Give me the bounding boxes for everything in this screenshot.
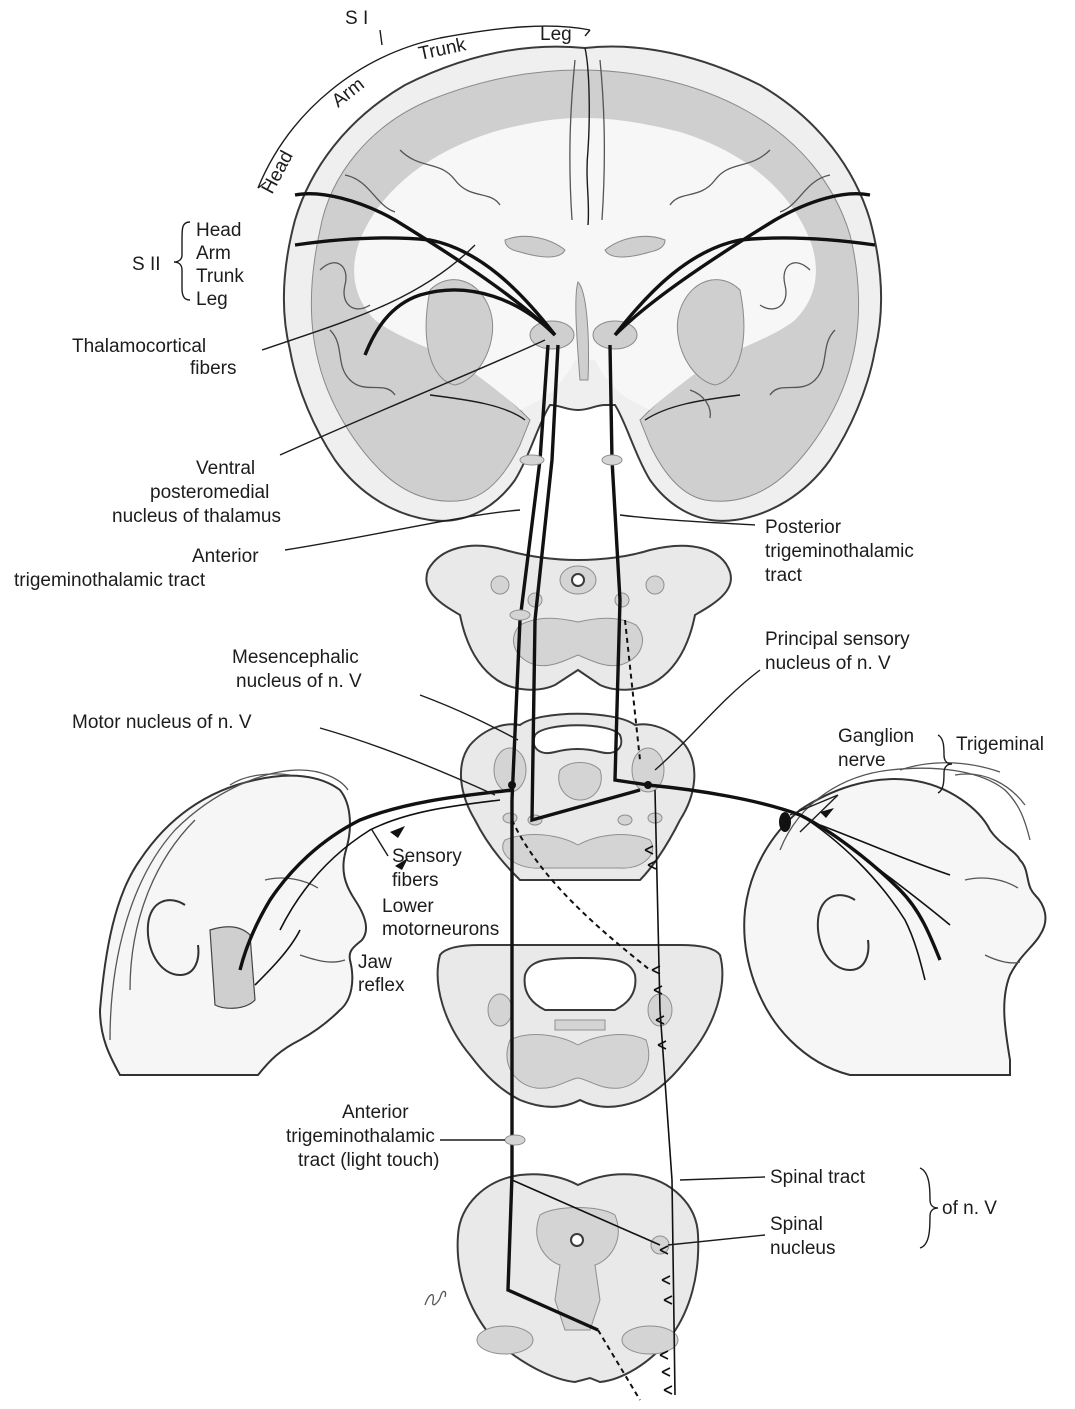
- s2-cortex-map: S II Head Arm Trunk Leg: [132, 220, 244, 310]
- ganglion-label: Ganglion: [838, 726, 914, 747]
- principal-sensory-label-2: nucleus of n. V: [765, 653, 891, 674]
- brain-coronal-section: [284, 47, 881, 521]
- jaw-reflex-label-2: reflex: [358, 975, 405, 996]
- s1-leg-label: Leg: [540, 24, 572, 45]
- s1-trunk-label: Trunk: [417, 34, 469, 65]
- posterior-tract-label-2: trigeminothalamic: [765, 541, 914, 562]
- pons-section: [461, 714, 694, 880]
- vpm-label-2: posteromedial: [150, 482, 269, 503]
- thalamocortical-label-2: fibers: [190, 358, 236, 379]
- nerve-label: nerve: [838, 750, 886, 771]
- sensory-fibers-label-1: Sensory: [392, 846, 462, 867]
- cervical-cord-section: [458, 1174, 699, 1382]
- spinal-tract-label: Spinal tract: [770, 1167, 866, 1188]
- anterior-tract-label-2: trigeminothalamic tract: [14, 570, 206, 591]
- mesencephalic-label-2: nucleus of n. V: [236, 671, 362, 692]
- s2-leg-label: Leg: [196, 289, 228, 310]
- s2-head-label: Head: [196, 220, 241, 241]
- s2-label: S II: [132, 254, 161, 275]
- sensory-fibers-label-2: fibers: [392, 870, 438, 891]
- posterior-tract-label-1: Posterior: [765, 517, 842, 538]
- vpm-label-1: Ventral: [196, 458, 255, 479]
- principal-sensory-label-1: Principal sensory: [765, 629, 910, 650]
- lower-motorneurons-label-1: Lower: [382, 896, 434, 917]
- face-left-profile: [100, 770, 366, 1075]
- anterior-light-touch-label-1: Anterior: [342, 1102, 409, 1123]
- lower-motorneurons-label-2: motorneurons: [382, 919, 499, 940]
- jaw-reflex-label-1: Jaw: [358, 952, 392, 973]
- trigeminal-ganglion-icon: [779, 812, 791, 832]
- s1-head-label: Head: [258, 147, 298, 197]
- s2-arm-label: Arm: [196, 243, 231, 264]
- artist-signature: [425, 1291, 446, 1305]
- vpm-label-3: nucleus of thalamus: [112, 506, 281, 527]
- of-n-v-label: of n. V: [942, 1198, 997, 1219]
- s1-arm-label: Arm: [328, 74, 368, 112]
- anterior-tract-label-1: Anterior: [192, 546, 259, 567]
- posterior-tract-label-3: tract: [765, 565, 803, 586]
- spinal-nucleus-label-1: Spinal: [770, 1214, 823, 1235]
- medulla-section: [438, 945, 723, 1107]
- trigeminal-label: Trigeminal: [956, 734, 1044, 755]
- motor-nucleus-label: Motor nucleus of n. V: [72, 712, 252, 733]
- anterior-light-touch-label-3: tract (light touch): [298, 1150, 440, 1171]
- thalamocortical-label: Thalamocortical: [72, 336, 206, 357]
- midbrain-section: [426, 546, 731, 690]
- mesencephalic-label-1: Mesencephalic: [232, 647, 359, 668]
- s2-trunk-label: Trunk: [196, 266, 244, 287]
- anterior-light-touch-label-2: trigeminothalamic: [286, 1126, 435, 1147]
- s1-label: S I: [345, 8, 368, 29]
- spinal-nucleus-label-2: nucleus: [770, 1238, 836, 1259]
